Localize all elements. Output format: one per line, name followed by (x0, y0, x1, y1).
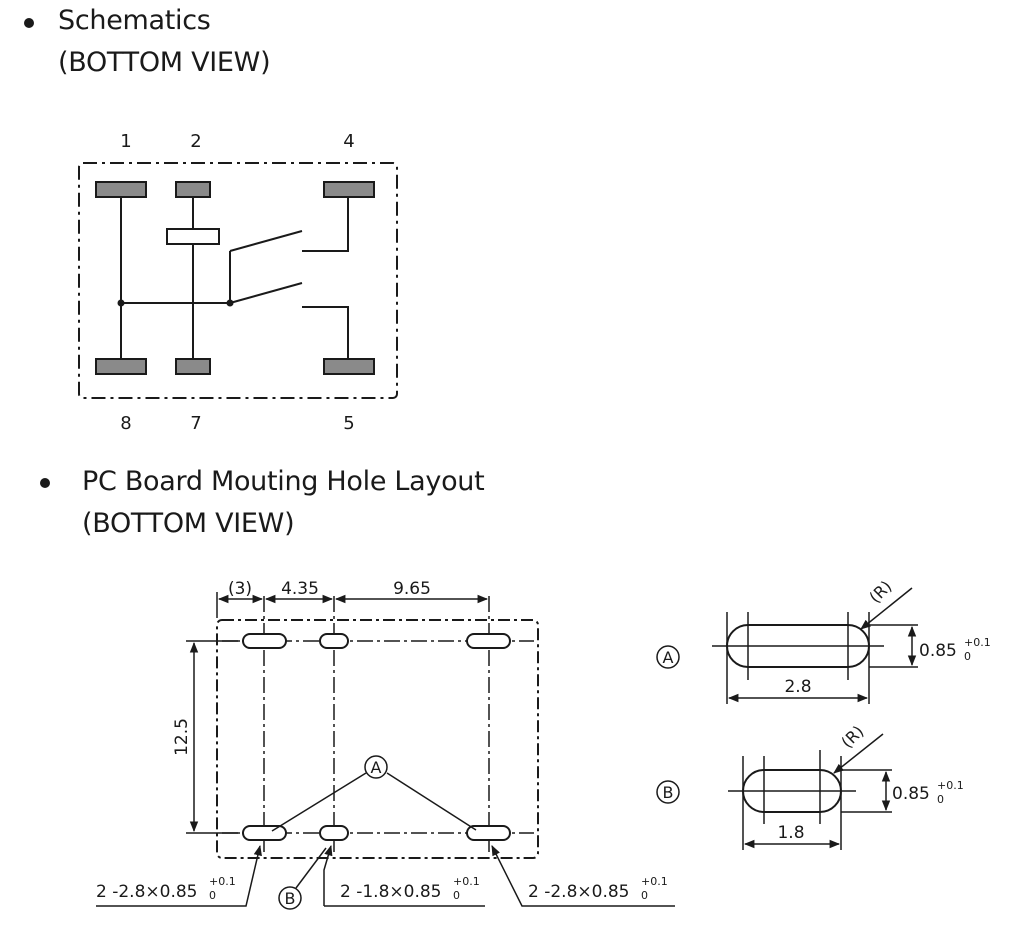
pin-4-pad (323, 181, 375, 198)
hole-2 (319, 633, 349, 649)
detail-a-marker-label: A (663, 648, 674, 667)
schematics-heading: Schematics (BOTTOM VIEW) (58, 0, 271, 84)
leader-note-middle (323, 844, 333, 906)
detail-b-height-label: 0.85 (892, 784, 930, 804)
leader-note-right (491, 845, 675, 907)
detail-b-length-label: 1.8 (777, 823, 804, 843)
junction-left (117, 299, 125, 307)
schematics-subtitle: (BOTTOM VIEW) (58, 47, 271, 78)
board-outline (216, 619, 539, 859)
schematic-pin-labels: 1 2 4 8 7 5 (120, 131, 354, 434)
hole-4 (466, 633, 511, 649)
detail-b-marker-label: B (663, 783, 674, 802)
pin-label-4: 4 (343, 131, 354, 152)
leader-b (295, 847, 327, 889)
pcb-hole-layout (96, 592, 675, 910)
detail-b (656, 733, 892, 850)
detail-b-tol-zero: 0 (937, 793, 944, 806)
junction-right (226, 299, 234, 307)
pcb-layout-title: PC Board Mouting Hole Layout (82, 466, 485, 497)
hole-5 (466, 825, 511, 841)
schematics-bullet (24, 18, 34, 28)
pin-5-pad (323, 358, 375, 375)
detail-a-radius-label: (R) (865, 577, 895, 607)
detail-a-height-label: 0.85 (919, 641, 957, 661)
note-middle: 2 -1.8×0.85 (340, 882, 442, 902)
marker-a-circle (364, 755, 388, 779)
marker-b-circle (278, 886, 302, 910)
hole-1 (242, 633, 287, 649)
dim-label-125: 12.5 (172, 718, 192, 756)
detail-a-tol-zero: 0 (964, 650, 971, 663)
dim-label-965: 9.65 (393, 579, 431, 599)
leader-a-right (386, 772, 477, 831)
leader-a-left (271, 772, 367, 832)
note-right-tol-plus: +0.1 (641, 875, 668, 888)
pin-7-pad (175, 358, 211, 375)
detail-b-radius-leader (833, 733, 884, 774)
hole-7 (319, 825, 349, 841)
relay-schematic (78, 162, 398, 399)
wire-contact-pin5 (302, 306, 349, 359)
pcb-layout-heading: PC Board Mouting Hole Layout (BOTTOM VIE… (82, 461, 485, 545)
note-left-tol-zero: 0 (209, 889, 216, 902)
pin-8-pad (95, 358, 147, 375)
hole-8 (242, 825, 287, 841)
switch-arm-upper (229, 230, 303, 252)
note-middle-tol-plus: +0.1 (453, 875, 480, 888)
note-left-tol-plus: +0.1 (209, 875, 236, 888)
detail-a-tol-plus: +0.1 (964, 636, 991, 649)
dim-label-3: (3) (228, 579, 252, 599)
note-middle-tol-zero: 0 (453, 889, 460, 902)
detail-b-tol-plus: +0.1 (937, 779, 964, 792)
pin-2-pad (175, 181, 211, 198)
pin-label-7: 7 (190, 413, 201, 434)
pcb-layout-bullet (40, 478, 50, 488)
detail-b-radius-label: (R) (837, 722, 867, 752)
pin-label-1: 1 (120, 131, 131, 152)
wire-contact-pin4 (302, 197, 349, 252)
detail-a-marker-circle (656, 645, 680, 669)
pcb-dimension-labels: (3) 4.35 9.65 12.5 A B 2 -2.8×0.85 +0.1 … (96, 579, 668, 908)
detail-a (656, 587, 918, 704)
detail-b-marker-circle (656, 780, 680, 804)
detail-a-length-label: 2.8 (784, 677, 811, 697)
note-right: 2 -2.8×0.85 (528, 882, 630, 902)
switch-arm-lower (229, 282, 303, 304)
relay-coil (166, 228, 220, 245)
marker-b-label: B (285, 889, 296, 908)
schematics-title: Schematics (58, 5, 211, 36)
pin-label-2: 2 (190, 131, 201, 152)
leader-note-left (96, 844, 262, 907)
pin-1-pad (95, 181, 147, 198)
detail-b-labels: B (R) 0.85 +0.1 0 1.8 (663, 722, 964, 843)
pin-label-5: 5 (343, 413, 354, 434)
schematic-outline (78, 162, 398, 399)
pin-label-8: 8 (120, 413, 131, 434)
dim-label-435: 4.35 (281, 579, 319, 599)
pcb-layout-subtitle: (BOTTOM VIEW) (82, 508, 295, 539)
note-right-tol-zero: 0 (641, 889, 648, 902)
detail-a-radius-leader (860, 587, 913, 630)
detail-a-labels: A (R) 0.85 +0.1 0 2.8 (663, 577, 991, 697)
note-left: 2 -2.8×0.85 (96, 882, 198, 902)
marker-a-label: A (371, 758, 382, 777)
